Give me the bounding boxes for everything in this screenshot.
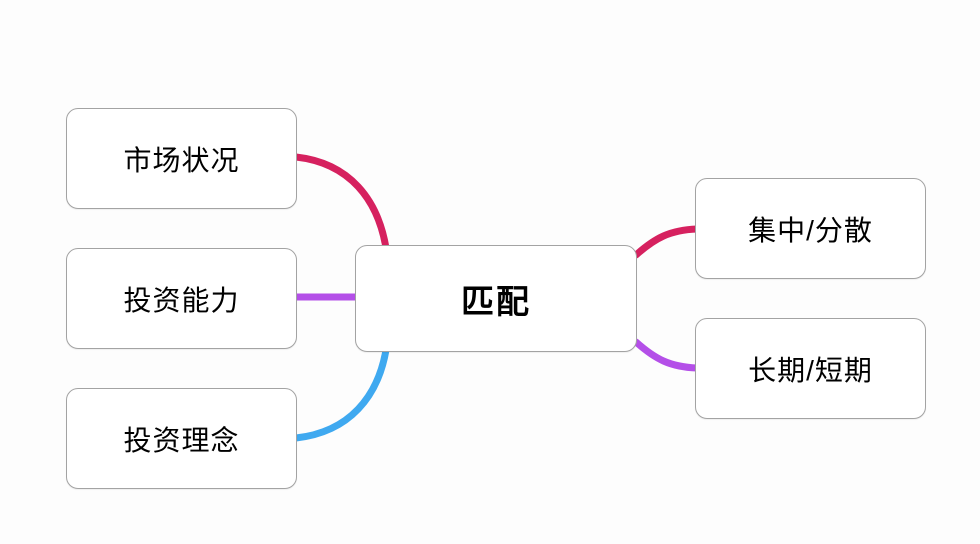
node-center-match[interactable]: 匹配 [355,245,637,352]
node-concentrated-dispersed[interactable]: 集中/分散 [695,178,926,279]
node-investment-ability-label: 投资能力 [123,284,240,316]
edge-center-to-longshort [632,338,701,372]
node-investment-ability[interactable]: 投资能力 [66,248,297,349]
node-investment-philosophy[interactable]: 投资理念 [66,388,297,489]
node-longterm-shortterm-label: 长期/短期 [748,354,873,386]
node-concentrated-dispersed-label: 集中/分散 [748,214,873,246]
edge-market-to-center [292,153,390,252]
node-center-match-label: 匹配 [461,282,531,320]
edge-center-to-concentrated [632,225,701,259]
node-longterm-shortterm[interactable]: 长期/短期 [695,318,926,419]
node-investment-philosophy-label: 投资理念 [123,424,240,456]
node-market-conditions[interactable]: 市场状况 [66,108,297,209]
node-market-conditions-label: 市场状况 [123,144,240,176]
edge-philosophy-to-center [292,346,390,442]
